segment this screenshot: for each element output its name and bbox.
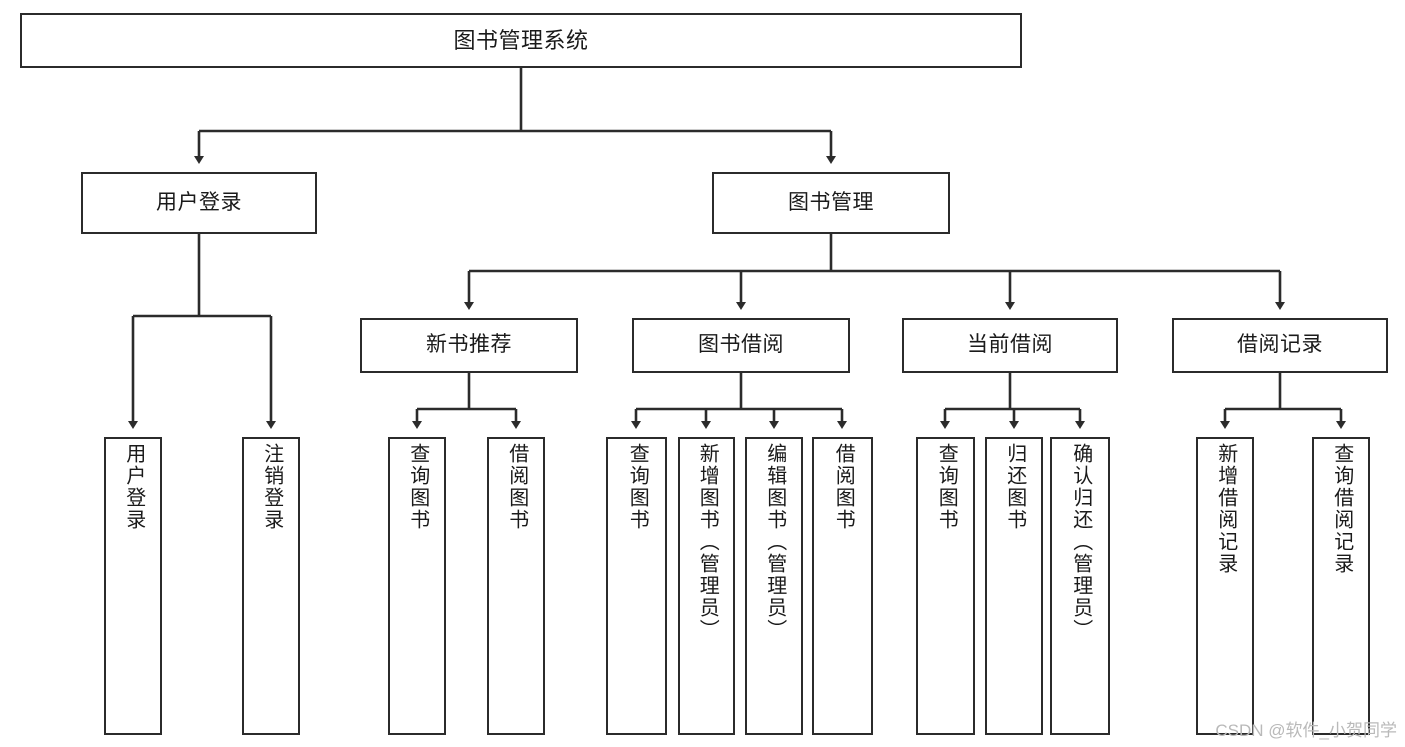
node-leaf-query-book-current-label: 查询图书 <box>935 443 958 531</box>
node-new-book-recommend-label: 新书推荐 <box>426 333 512 357</box>
node-borrow-record[interactable]: 借阅记录 <box>1172 318 1388 373</box>
node-leaf-edit-book-admin-label: 编辑图书（管理员） <box>763 443 786 641</box>
node-leaf-query-book-borrow[interactable]: 查询图书 <box>606 437 667 735</box>
node-leaf-return-book-label: 归还图书 <box>1003 443 1026 531</box>
node-leaf-edit-book-admin[interactable]: 编辑图书（管理员） <box>745 437 803 735</box>
node-book-management[interactable]: 图书管理 <box>712 172 950 234</box>
node-leaf-query-borrow-record[interactable]: 查询借阅记录 <box>1312 437 1370 735</box>
node-root[interactable]: 图书管理系统 <box>20 13 1022 68</box>
node-book-borrow-label: 图书借阅 <box>698 333 784 357</box>
node-leaf-borrow-book[interactable]: 借阅图书 <box>812 437 873 735</box>
node-leaf-user-login[interactable]: 用户登录 <box>104 437 162 735</box>
node-leaf-return-book[interactable]: 归还图书 <box>985 437 1043 735</box>
node-leaf-query-book-borrow-label: 查询图书 <box>626 443 649 531</box>
node-leaf-borrow-book-label: 借阅图书 <box>832 443 855 531</box>
node-leaf-logout-label: 注销登录 <box>260 443 283 531</box>
watermark: CSDN @软件_小贺同学 <box>1215 721 1397 740</box>
node-leaf-confirm-return-admin[interactable]: 确认归还（管理员） <box>1050 437 1110 735</box>
node-leaf-add-borrow-record-label: 新增借阅记录 <box>1214 443 1237 575</box>
node-leaf-query-book-recommend[interactable]: 查询图书 <box>388 437 446 735</box>
node-leaf-add-borrow-record[interactable]: 新增借阅记录 <box>1196 437 1254 735</box>
node-leaf-query-book-current[interactable]: 查询图书 <box>916 437 975 735</box>
node-leaf-add-book-admin[interactable]: 新增图书（管理员） <box>678 437 735 735</box>
node-leaf-add-book-admin-label: 新增图书（管理员） <box>696 443 719 641</box>
node-root-label: 图书管理系统 <box>453 27 589 53</box>
node-current-borrow-label: 当前借阅 <box>967 333 1053 357</box>
node-leaf-user-login-label: 用户登录 <box>122 443 145 531</box>
node-borrow-record-label: 借阅记录 <box>1237 333 1323 357</box>
node-book-management-label: 图书管理 <box>788 190 874 214</box>
node-new-book-recommend[interactable]: 新书推荐 <box>360 318 578 373</box>
node-book-borrow[interactable]: 图书借阅 <box>632 318 850 373</box>
node-leaf-borrow-book-recommend[interactable]: 借阅图书 <box>487 437 545 735</box>
node-user-login[interactable]: 用户登录 <box>81 172 317 234</box>
node-leaf-confirm-return-admin-label: 确认归还（管理员） <box>1069 443 1092 641</box>
node-leaf-query-book-recommend-label: 查询图书 <box>406 443 429 531</box>
node-leaf-query-borrow-record-label: 查询借阅记录 <box>1330 443 1353 575</box>
node-current-borrow[interactable]: 当前借阅 <box>902 318 1118 373</box>
node-leaf-logout[interactable]: 注销登录 <box>242 437 300 735</box>
node-user-login-label: 用户登录 <box>156 190 242 214</box>
node-leaf-borrow-book-recommend-label: 借阅图书 <box>505 443 528 531</box>
